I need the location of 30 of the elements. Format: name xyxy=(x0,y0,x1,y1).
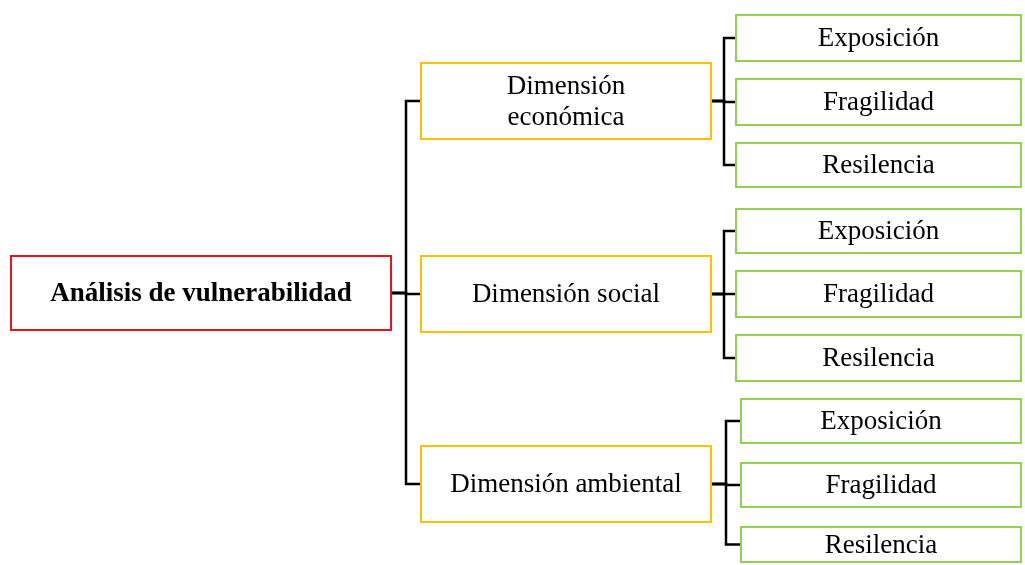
node-label: Resilencia xyxy=(822,342,935,374)
node-label: Dimensión social xyxy=(471,278,661,310)
node-label: Exposición xyxy=(817,215,940,247)
component-box xyxy=(735,78,1022,126)
component-box xyxy=(735,270,1022,318)
connector-line xyxy=(712,292,735,360)
node-label: Resilencia xyxy=(824,528,938,560)
component-box xyxy=(735,208,1022,254)
component-box xyxy=(735,334,1022,382)
dimension-box xyxy=(420,62,712,140)
connector-line xyxy=(712,482,740,546)
node-label: Fragilidad xyxy=(823,86,934,118)
connector-line xyxy=(712,99,735,167)
node-label: Dimensión ambiental xyxy=(450,468,682,500)
process-box xyxy=(10,255,392,331)
dimension-box xyxy=(420,445,712,523)
dimension-box xyxy=(420,255,712,333)
component-box xyxy=(740,398,1022,444)
node-label: Resilencia xyxy=(822,149,935,181)
node-label: Fragilidad xyxy=(825,469,937,501)
node-label: Exposición xyxy=(820,405,942,437)
node-label: Fragilidad xyxy=(823,278,934,310)
connector-line xyxy=(392,291,420,486)
component-box xyxy=(740,526,1022,563)
node-label: Análisis de vulnerabilidad xyxy=(50,277,352,309)
component-box xyxy=(740,462,1022,508)
node-label: Exposición xyxy=(817,22,940,54)
component-box xyxy=(735,14,1022,62)
component-box xyxy=(735,142,1022,188)
node-label: Dimensión económica xyxy=(505,69,627,133)
